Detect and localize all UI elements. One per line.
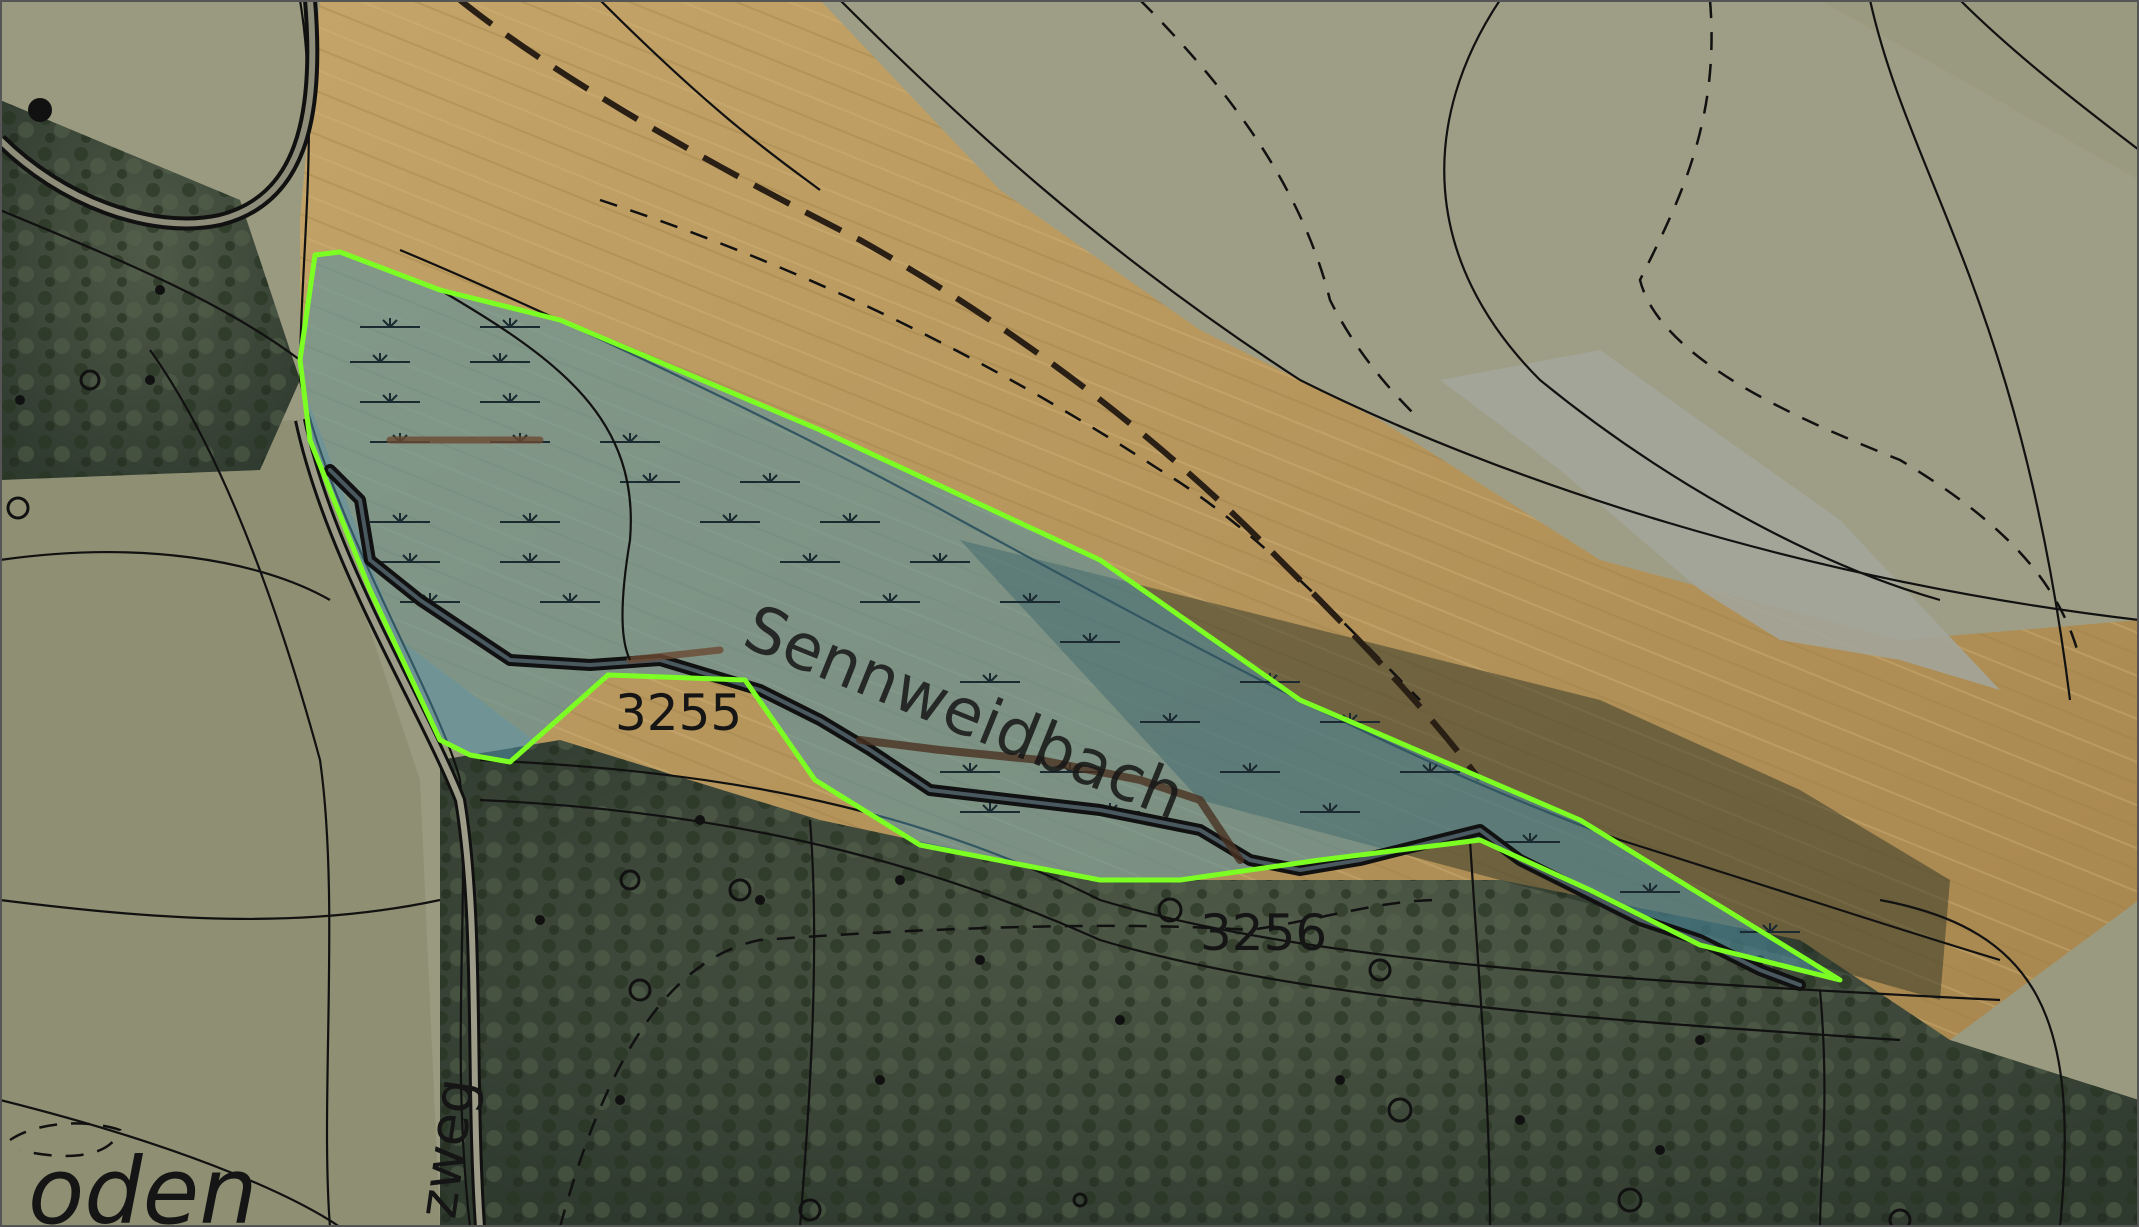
dashed-field-track bbox=[458, 0, 1483, 782]
stream-branch bbox=[439, 289, 632, 661]
ring-marker-icon bbox=[79, 369, 101, 391]
ring-markers bbox=[6, 369, 1912, 1227]
place-name-label: oden bbox=[28, 1138, 258, 1227]
grassland-east bbox=[820, 0, 2139, 640]
wetland-polygon[interactable] bbox=[300, 252, 1840, 980]
forest-canopy bbox=[440, 740, 2139, 1227]
parcel-label-3255: 3255 bbox=[615, 684, 742, 742]
meadow-west bbox=[0, 420, 440, 1227]
dashed-paths bbox=[9, 0, 2082, 1227]
grass-plot bbox=[1440, 350, 2000, 690]
stream bbox=[324, 436, 1806, 991]
parcel-label-3256: 3256 bbox=[1200, 904, 1327, 962]
road bbox=[0, 0, 486, 1227]
wetland-outline[interactable] bbox=[297, 249, 1843, 983]
point-marker-icon bbox=[28, 98, 52, 122]
